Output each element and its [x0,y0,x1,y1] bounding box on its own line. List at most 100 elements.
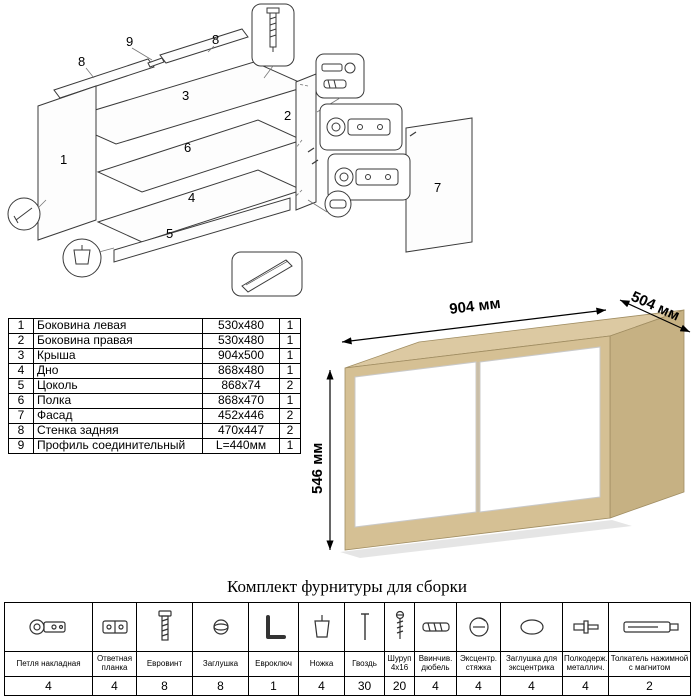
hardware-item-qty: 8 [136,676,193,696]
part-name: Крыша [33,348,203,364]
part-number: 8 [8,423,34,439]
diagram-label-1: 1 [60,152,67,167]
hardware-item-qty: 1 [248,676,299,696]
hardware-labels-row: Петля накладная Ответная планка Евровинт… [4,651,691,677]
parts-table-row: 8 Стенка задняя 470x447 2 [8,423,301,439]
callout-hinge-bottom [327,153,411,201]
hinge-icon [4,602,93,652]
part-name: Дно [33,363,203,379]
part-qty: 2 [279,408,301,424]
part-size: 904x500 [202,348,280,364]
hardware-item-qty: 4 [456,676,501,696]
parts-table-row: 3 Крыша 904x500 1 [8,348,301,364]
screw-icon [384,602,415,652]
part-name: Полка [33,393,203,409]
part-qty: 2 [279,378,301,394]
cam-lock-icon [456,602,501,652]
cabinet-left-door [354,361,477,528]
part-size: 530x480 [202,318,280,334]
part-number: 2 [8,333,34,349]
parts-table: 1 Боковина левая 530x480 1 2 Боковина пр… [8,318,301,454]
part-size: 452x446 [202,408,280,424]
diagram-label-5: 5 [166,226,173,241]
hardware-item-label: Толкатель нажимной с магнитом [608,651,691,677]
euro-screw-icon [136,602,193,652]
hardware-item-qty: 20 [384,676,415,696]
diagram-label-8b: 8 [212,32,219,47]
part-size: 868x74 [202,378,280,394]
part-name: Цоколь [33,378,203,394]
part-number: 7 [8,408,34,424]
hardware-item-label: Евровинт [136,651,193,677]
diagram-label-7: 7 [434,180,441,195]
hardware-qty-row: 4 4 8 8 1 4 30 20 4 4 4 4 2 [4,676,691,696]
strike-plate-icon [92,602,137,652]
part-number: 1 [8,318,34,334]
callout-cam-fittings [315,53,365,113]
parts-table-row: 1 Боковина левая 530x480 1 [8,318,301,334]
hardware-item-label: Ножка [298,651,345,677]
cam-cap-icon [500,602,563,652]
part-size: 470x447 [202,423,280,439]
hardware-icons-row [4,602,691,652]
hardware-item-label: Шуруп 4x16 [384,651,415,677]
part-size: L=440мм [202,438,280,454]
part-name: Фасад [33,408,203,424]
depth-dimension-arrow [619,299,691,333]
cabinet-right-door [479,346,601,513]
hardware-item-qty: 4 [92,676,137,696]
hardware-item-qty: 4 [298,676,345,696]
hardware-item-label: Гвоздь [344,651,385,677]
hardware-item-qty: 30 [344,676,385,696]
hardware-item-label: Заглушка [192,651,249,677]
part-name: Стенка задняя [33,423,203,439]
nail-icon [344,602,385,652]
part-qty: 1 [279,438,301,454]
hardware-item-qty: 4 [500,676,563,696]
exploded-assembly-diagram: 9 8 8 3 1 2 6 4 5 7 [7,3,473,297]
part-8-back-panel-right [159,28,249,64]
height-dimension-label: 546 мм [309,443,326,494]
diagram-label-2: 2 [284,108,291,123]
diagram-label-9: 9 [126,34,133,49]
hardware-item-label: Ответная планка [92,651,137,677]
parts-table-row: 6 Полка 868x470 1 [8,393,301,409]
callout-screw-left [7,197,47,231]
part-qty: 1 [279,363,301,379]
part-number: 3 [8,348,34,364]
parts-table-row: 2 Боковина правая 530x480 1 [8,333,301,349]
hardware-item-qty: 8 [192,676,249,696]
callout-dowel [307,190,352,218]
part-8-back-panel-left [53,58,155,99]
part-number: 4 [8,363,34,379]
screw-marks [307,131,417,165]
part-qty: 1 [279,333,301,349]
hardware-kit-title: Комплект фурнитуры для сборки [227,577,467,596]
hardware-item-label: Евроключ [248,651,299,677]
assembled-cabinet-view: 904 мм 504 мм 546 мм [309,288,691,558]
part-9-profile [147,57,165,68]
part-size: 868x480 [202,363,280,379]
parts-table-row: 4 Дно 868x480 1 [8,363,301,379]
callout-euro-screw [251,3,295,79]
foot-icon [298,602,345,652]
part-qty: 1 [279,348,301,364]
hardware-item-label: Петля накладная [4,651,93,677]
part-1-left-side-panel [37,85,97,241]
part-number: 6 [8,393,34,409]
part-2-right-side-panel [295,73,317,211]
diagram-label-3: 3 [182,88,189,103]
parts-table-row: 5 Цоколь 868x74 2 [8,378,301,394]
part-size: 530x480 [202,333,280,349]
hardware-item-qty: 4 [414,676,457,696]
diagram-label-6: 6 [184,140,191,155]
hardware-table: Петля накладная Ответная планка Евровинт… [4,602,691,696]
cabinet-right-side-face [609,309,685,519]
hardware-item-label: Эксцентр. стяжка [456,651,501,677]
hardware-item-qty: 4 [4,676,93,696]
hardware-item-label: Ввинчив. дюбель [414,651,457,677]
part-size: 868x470 [202,393,280,409]
screw-dowel-icon [414,602,457,652]
part-5-plinth [113,197,291,263]
shelf-pin-icon [562,602,609,652]
